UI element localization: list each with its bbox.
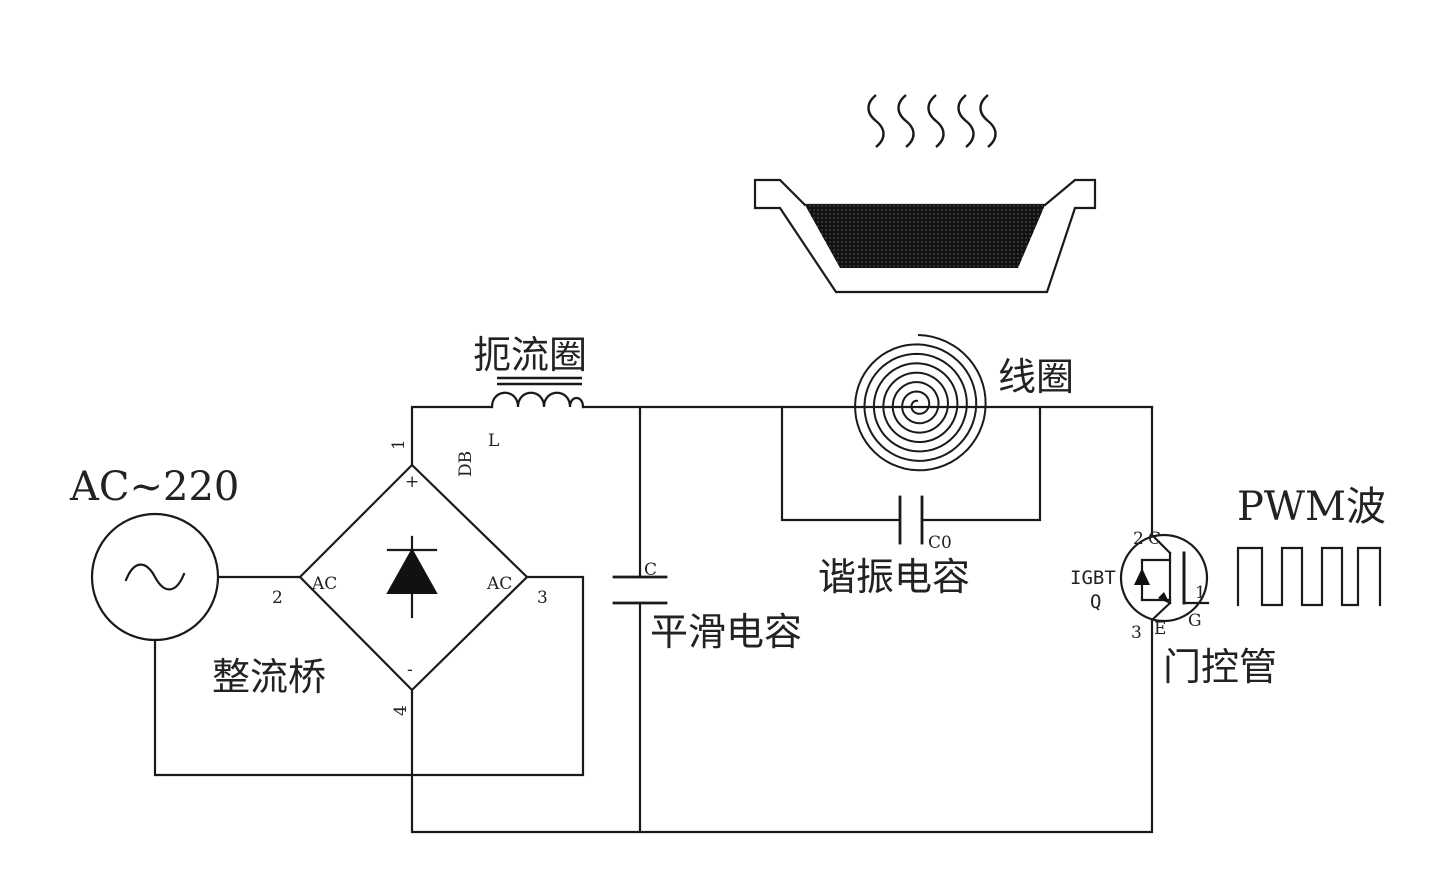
igbt-pin-2: 2 (1133, 529, 1144, 549)
igbt-pin-g: G (1188, 611, 1202, 631)
pwm-wave-icon (1236, 546, 1382, 607)
bridge-pin-plus: + (405, 472, 419, 492)
diode-icon (386, 547, 438, 594)
bridge-pin-3: 3 (537, 588, 548, 608)
pot-icon (753, 178, 1097, 294)
resonant-cap-label: 谐振电容 (818, 555, 970, 599)
inductor-designator: L (488, 431, 499, 451)
igbt-type-label: IGBT (1070, 567, 1116, 589)
bridge-pin-ac-right: AC (486, 574, 512, 594)
ac-source-label: AC~220 (69, 464, 239, 510)
igbt-symbol (1119, 533, 1210, 623)
pwm-label: PWM波 (1237, 484, 1386, 530)
bridge-pin-4: 4 (391, 705, 411, 716)
inductor-symbol (490, 376, 585, 409)
igbt-ref-label: Q (1090, 591, 1101, 613)
rectifier-bridge-symbol (298, 463, 529, 692)
pot-food (805, 205, 1045, 268)
smoothing-cap-label: 平滑电容 (650, 610, 802, 654)
bridge-designator: DB (456, 451, 476, 477)
steam-icon (867, 94, 997, 148)
gate-tube-label: 门控管 (1163, 645, 1277, 689)
igbt-pin-1: 1 (1195, 583, 1206, 603)
bridge-pin-2: 2 (272, 588, 283, 608)
choke-label: 扼流圈 (473, 333, 587, 377)
circuit-wires (153, 405, 1154, 834)
igbt-pin-c: C (1148, 529, 1161, 549)
resonant-cap-designator: C0 (928, 533, 952, 553)
bridge-pin-1: 1 (389, 439, 409, 450)
ac-source-symbol (90, 512, 220, 642)
smoothing-capacitor-symbol (612, 575, 668, 605)
resonant-capacitor-symbol (898, 495, 924, 545)
igbt-pin-3: 3 (1131, 623, 1142, 643)
smoothing-cap-designator: C (644, 560, 657, 580)
coil-label: 线圈 (998, 355, 1074, 399)
igbt-pin-e: E (1154, 619, 1166, 639)
sine-wave-icon (124, 563, 186, 591)
bridge-pin-ac-left: AC (311, 574, 337, 594)
bridge-pin-minus: - (407, 660, 413, 680)
rectifier-bridge-label: 整流桥 (212, 655, 326, 699)
heating-coil-symbol (854, 334, 987, 472)
